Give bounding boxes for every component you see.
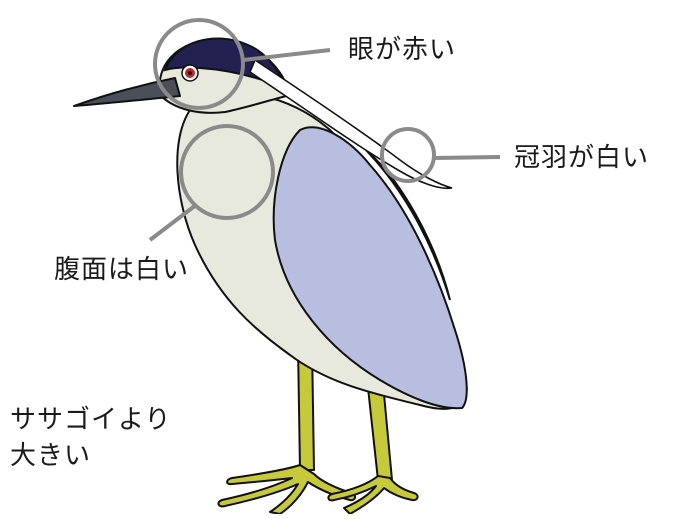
eye-callout-line	[242, 48, 331, 62]
eye-callout-circle	[153, 18, 245, 110]
heron-bill	[73, 77, 181, 107]
plume-callout-line	[433, 155, 501, 160]
eye-label: 眼が赤い	[348, 35, 457, 65]
belly-callout-line	[148, 203, 198, 242]
heron-wing	[272, 126, 468, 410]
plume-label: 冠羽が白い	[514, 143, 650, 173]
plume-callout-circle	[380, 127, 436, 183]
size-label-line1: ササゴイより	[10, 405, 172, 435]
heron-plume	[249, 58, 453, 190]
heron-eye	[181, 64, 199, 82]
size-label-line2: 大きい	[10, 441, 92, 471]
belly-callout-circle	[179, 124, 275, 220]
belly-label: 腹面は白い	[54, 255, 190, 285]
